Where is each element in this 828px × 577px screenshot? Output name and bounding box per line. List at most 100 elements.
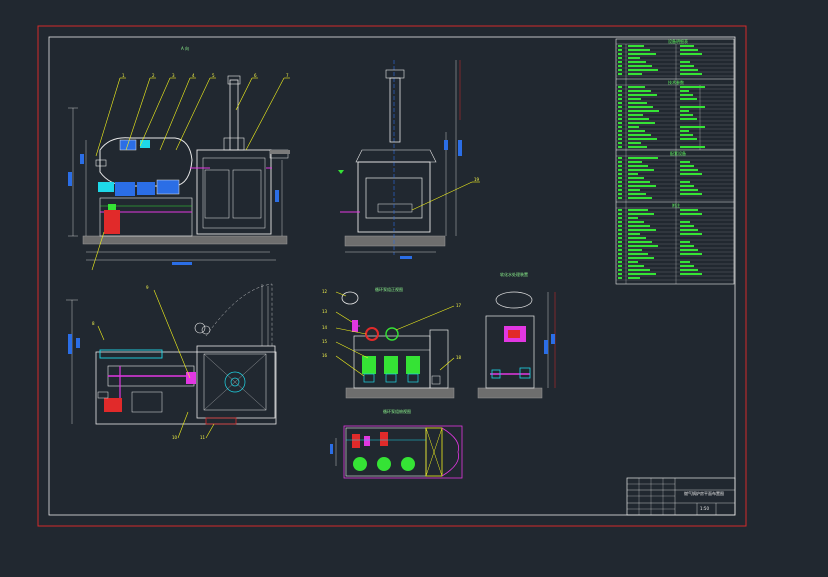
pump-plan-title: 循环泵组俯视图 <box>383 409 411 414</box>
callout-11: 11 <box>200 435 206 440</box>
table-cell-index <box>618 69 622 71</box>
table-cell-text <box>680 173 702 175</box>
table-cell-index <box>618 213 622 215</box>
table-cell-text <box>680 61 690 63</box>
table-cell-text <box>628 181 650 183</box>
table-cell-text <box>628 209 648 211</box>
table-cell-text <box>680 130 689 132</box>
table-cell-text <box>680 241 690 243</box>
table-cell-text <box>680 53 702 55</box>
table-cell-text <box>680 126 705 128</box>
table-cell-text <box>680 114 693 116</box>
table-cell-index <box>618 269 622 271</box>
table-cell-index <box>618 45 622 47</box>
table-cell-text <box>680 86 705 88</box>
table-cell-index <box>618 49 622 51</box>
table-cell-text <box>628 114 643 116</box>
table-cell-index <box>618 193 622 195</box>
table-cell-index <box>618 102 622 104</box>
title-block-drawing-name: 燃气锅炉房平面布置图 <box>684 491 724 496</box>
table2-title: 技术参数 <box>668 80 684 85</box>
table-cell-text <box>680 165 694 167</box>
table-cell-index <box>618 161 622 163</box>
table-cell-index <box>618 142 622 144</box>
table-cell-text <box>628 173 638 175</box>
table-cell-text <box>628 69 658 71</box>
table-cell-text <box>680 209 698 211</box>
front-view-label: A 向 <box>181 46 190 51</box>
table-cell-index <box>618 110 622 112</box>
table-cell-index <box>618 118 622 120</box>
table-cell-index <box>618 73 622 75</box>
table-cell-text <box>628 261 638 263</box>
table-cell-index <box>618 146 622 148</box>
table-cell-index <box>618 225 622 227</box>
callout-1: 1 <box>122 73 125 78</box>
table-cell-index <box>618 237 622 239</box>
table-cell-index <box>618 53 622 55</box>
table-cell-text <box>628 49 650 51</box>
table-cell-text <box>628 45 644 47</box>
table-cell-index <box>618 181 622 183</box>
callout-14: 14 <box>322 325 328 330</box>
table-cell-text <box>628 86 645 88</box>
callout-12: 12 <box>322 289 328 294</box>
table-cell-text <box>628 177 644 179</box>
callout-16: 16 <box>322 353 328 358</box>
table-cell-text <box>680 245 694 247</box>
table-cell-text <box>628 61 646 63</box>
table-cell-index <box>618 86 622 88</box>
table-cell-index <box>618 130 622 132</box>
table-cell-text <box>628 193 646 195</box>
table-cell-text <box>680 185 694 187</box>
table-cell-text <box>628 169 654 171</box>
side-elevation-view <box>338 60 480 259</box>
plan-view <box>66 283 277 439</box>
table4-title: 附注 <box>672 203 680 208</box>
table-cell-text <box>680 253 702 255</box>
table-cell-text <box>680 134 693 136</box>
table-cell-index <box>618 273 622 275</box>
table-cell-index <box>618 209 622 211</box>
table-cell-index <box>618 261 622 263</box>
table-cell-index <box>618 197 622 199</box>
table-cell-text <box>628 277 640 279</box>
table-cell-text <box>628 237 646 239</box>
table-cell-index <box>618 61 622 63</box>
table-cell-text <box>680 65 694 67</box>
table-cell-index <box>618 165 622 167</box>
table-cell-text <box>628 241 652 243</box>
table-cell-index <box>618 169 622 171</box>
table-cell-text <box>680 193 702 195</box>
table-cell-text <box>680 265 694 267</box>
table-cell-text <box>628 221 644 223</box>
title-block <box>626 477 736 516</box>
table-cell-text <box>628 161 642 163</box>
table-cell-index <box>618 138 622 140</box>
callout-5: 5 <box>212 73 215 78</box>
table-cell-index <box>618 57 622 59</box>
table-cell-text <box>628 118 649 120</box>
inner-border <box>48 36 736 516</box>
table-cell-index <box>618 114 622 116</box>
pump-group-plan-view <box>330 425 463 479</box>
table-cell-text <box>680 138 697 140</box>
table-cell-text <box>680 73 702 75</box>
callout-17: 17 <box>456 303 462 308</box>
table-cell-text <box>628 265 644 267</box>
table-cell-text <box>680 98 697 100</box>
table-cell-text <box>628 213 654 215</box>
table-cell-text <box>680 189 698 191</box>
table-cell-index <box>618 217 622 219</box>
table-cell-text <box>628 142 641 144</box>
table-cell-text <box>628 138 657 140</box>
table-cell-text <box>628 189 640 191</box>
table-cell-index <box>618 177 622 179</box>
table-cell-index <box>618 253 622 255</box>
table-cell-text <box>680 90 689 92</box>
callout-18: 18 <box>456 355 462 360</box>
table-cell-index <box>618 173 622 175</box>
callout-13: 13 <box>322 309 328 314</box>
table-cell-text <box>680 181 690 183</box>
